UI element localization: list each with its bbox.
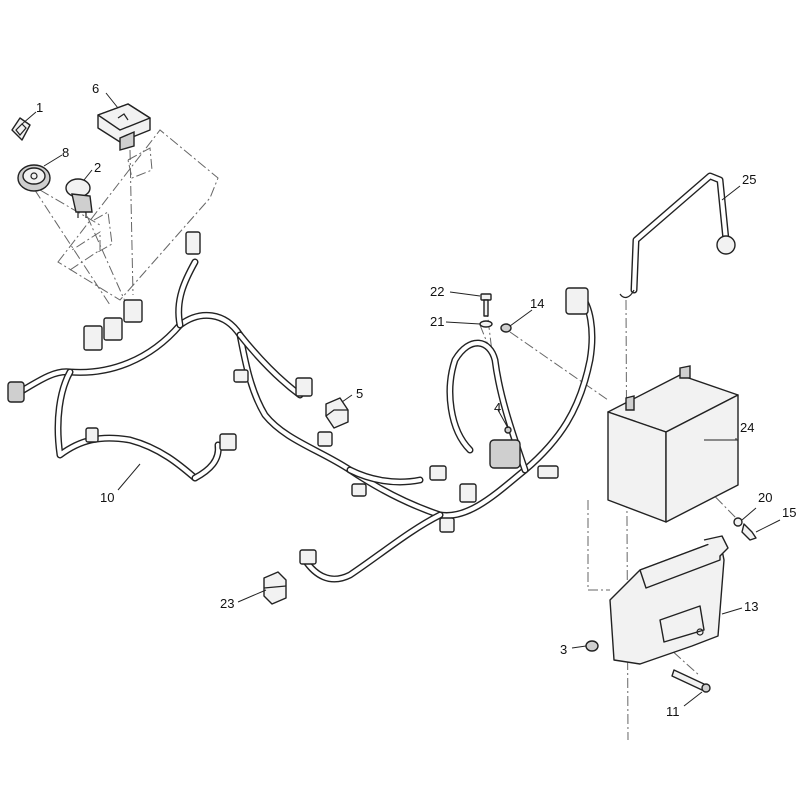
leader-lines [21,92,781,707]
callout-8: 8 [62,145,69,160]
part-20-washer [733,517,743,527]
callout-21: 21 [430,314,444,329]
callout-15: 15 [782,505,796,520]
part-5-relay [325,397,349,429]
callout-14: 14 [530,296,544,311]
part-3-nut [585,640,599,652]
part-14-nut [500,323,512,333]
part-22-bolt [480,293,492,317]
callout-3: 3 [560,642,567,657]
part-11-bolt [671,669,711,693]
part-15-bolt [741,523,757,541]
callout-1: 1 [36,100,43,115]
callout-6: 6 [92,81,99,96]
part-2-push-switch [65,178,93,218]
part-10-wire-harness [7,231,596,583]
part-23-fuse-holder [263,571,287,605]
callout-22: 22 [430,284,444,299]
callout-2: 2 [94,160,101,175]
callout-24: 24 [740,420,754,435]
callout-25: 25 [742,172,756,187]
part-13-battery-tray [609,535,729,665]
callout-4: 4 [494,400,501,415]
part-1-key [11,117,31,141]
callout-13: 13 [744,599,758,614]
callout-labels: 1 2 3 4 5 6 8 10 11 13 14 15 20 21 22 23… [36,81,796,719]
callout-23: 23 [220,596,234,611]
part-24-battery [607,365,739,523]
part-25-hold-down-rod [619,172,736,299]
callout-11: 11 [666,704,680,719]
part-21-washer [479,320,493,328]
callout-5: 5 [356,386,363,401]
part-8-ignition-switch [17,164,51,192]
callout-10: 10 [100,490,114,505]
part-6-display-module [97,103,151,151]
callout-20: 20 [758,490,772,505]
